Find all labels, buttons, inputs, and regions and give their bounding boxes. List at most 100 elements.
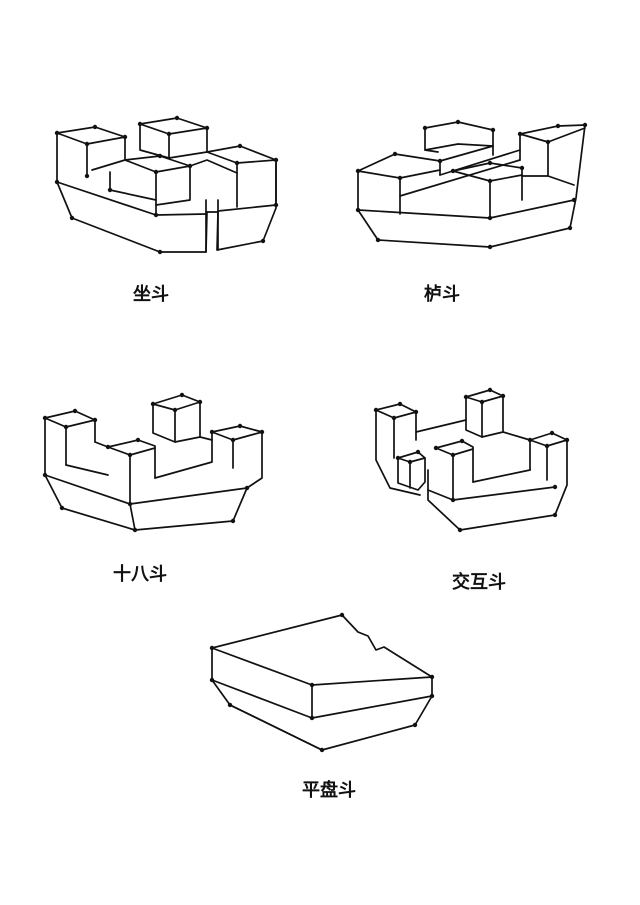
vertex-dot <box>555 123 561 129</box>
label-lu-dou: 栌斗 <box>424 284 460 305</box>
sketch-line <box>529 432 568 441</box>
sketch-line <box>152 403 176 443</box>
vertex-dot <box>237 423 243 429</box>
sketch-line <box>375 409 421 496</box>
vertex-dot <box>72 408 78 414</box>
vertex-dot <box>309 682 315 688</box>
vertex-dot <box>397 175 403 181</box>
vertex-dot <box>127 501 133 507</box>
vertex-dot <box>230 437 236 443</box>
label-shiba-dou: 十八斗 <box>113 564 167 585</box>
vertex-dot <box>571 197 577 203</box>
sketch-line <box>107 439 156 479</box>
vertex-dot <box>234 160 240 166</box>
vertex-dot <box>319 747 325 753</box>
sketch-line <box>399 169 441 179</box>
vertex-dot <box>209 429 215 435</box>
sketch-line <box>375 409 395 459</box>
sketch-line <box>109 171 157 201</box>
sketch-line <box>435 440 474 483</box>
vertex-dot <box>422 125 428 131</box>
vertex-dot <box>567 225 573 231</box>
sketch-line <box>529 439 548 481</box>
sketch-line <box>44 474 248 505</box>
sketch-line <box>139 117 208 159</box>
sketch-line <box>154 431 213 479</box>
vertex-dot <box>500 393 506 399</box>
vertex-dot <box>459 438 465 444</box>
sketch-line <box>435 447 454 501</box>
vertex-dot <box>84 173 90 179</box>
vertex-dot <box>166 131 172 137</box>
sketch-line <box>199 436 213 441</box>
sketch-line <box>56 132 277 253</box>
sketch-line <box>65 464 109 476</box>
sketch-line <box>409 457 426 463</box>
vertex-dot <box>237 143 243 149</box>
vertex-dot <box>132 527 138 533</box>
sketch-line <box>521 175 575 186</box>
vertex-dot <box>54 179 60 185</box>
sketch-line <box>44 410 96 443</box>
sketch-line <box>357 170 401 215</box>
vertex-dot <box>230 518 236 524</box>
vertex-dot <box>105 444 111 450</box>
sketch-line <box>56 132 88 177</box>
label-jiaohu-dou: 交互斗 <box>452 572 506 593</box>
vertex-dot <box>187 163 193 169</box>
vertex-dot <box>479 399 485 405</box>
vertex-dot <box>197 399 203 405</box>
vertex-dot <box>455 119 461 125</box>
vertex-dot <box>487 244 493 250</box>
vertex-dot <box>63 424 69 430</box>
vertex-dot <box>487 387 493 393</box>
sketch-line <box>56 126 126 161</box>
vertex-dot <box>487 178 493 184</box>
sketch-line <box>206 151 238 208</box>
sketch-line <box>139 123 170 159</box>
label-zuo-dou: 坐斗 <box>133 284 169 305</box>
vertex-dot <box>545 139 551 145</box>
sketch-line <box>452 448 474 456</box>
sketch-line <box>65 419 96 428</box>
sketch-line <box>424 143 494 151</box>
vertex-dot <box>450 497 456 503</box>
vertex-dot <box>42 415 48 421</box>
sketch-line <box>189 159 238 174</box>
vertex-dot <box>413 409 419 415</box>
vertex-dot <box>429 693 435 699</box>
vertex-dot <box>42 472 48 478</box>
sketch-line <box>129 447 156 456</box>
sketch-line <box>211 431 234 469</box>
vertex-dot <box>204 125 210 131</box>
figure-pingpan-dou-drawing <box>209 612 435 753</box>
sketch-line <box>357 199 575 219</box>
vertex-dot <box>429 674 435 680</box>
label-pingpan-dou: 平盘斗 <box>302 780 356 801</box>
sketch-line <box>56 181 207 216</box>
sketch-line <box>375 403 417 441</box>
vertex-dot <box>457 527 463 533</box>
vertex-dot <box>259 429 265 435</box>
vertex-dot <box>227 702 233 708</box>
sketch-line <box>94 441 109 448</box>
sketch-line <box>217 204 277 212</box>
vertex-dot <box>69 215 75 221</box>
sketch-line <box>481 395 504 403</box>
sketch-line <box>502 431 531 441</box>
vertex-dot <box>487 160 493 166</box>
sketch-line <box>91 155 191 206</box>
sketch-line <box>152 394 201 443</box>
sketch-line <box>129 503 136 531</box>
vertex-dot <box>179 392 185 398</box>
vertex-dot <box>544 443 550 449</box>
vertex-dot <box>174 115 180 121</box>
vertex-dot <box>355 207 361 213</box>
figure-lu-dou-drawing <box>355 119 588 250</box>
vertex-dot <box>54 130 60 136</box>
sketch-line <box>174 401 201 411</box>
vertex-dot <box>552 512 558 518</box>
figure-zuo-dou-drawing <box>54 115 279 255</box>
vertex-dot <box>244 485 250 491</box>
